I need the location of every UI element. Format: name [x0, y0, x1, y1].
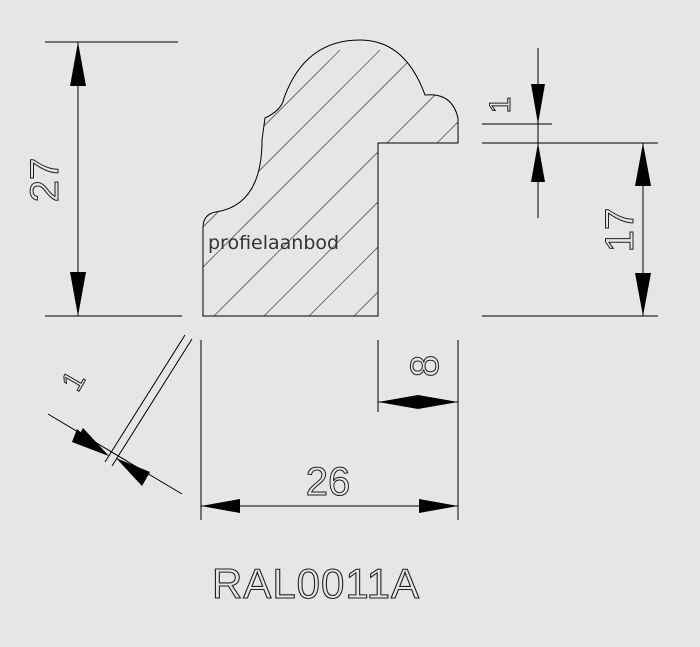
dimension-label: 17: [598, 208, 642, 253]
chamfer-line: [104, 334, 186, 463]
dimension-label: 8: [403, 355, 447, 377]
arrowhead: [635, 143, 651, 186]
dimension-label: 1: [55, 366, 92, 397]
dimension-label: 27: [23, 158, 67, 203]
arrowhead: [75, 428, 109, 456]
dimension-line: [47, 413, 183, 495]
dimension-chamfer: 1: [47, 334, 193, 495]
dimension-width-rebate: 8: [377, 340, 459, 520]
arrowhead: [201, 499, 240, 513]
arrowhead: [419, 499, 458, 513]
chamfer-line: [111, 338, 193, 467]
arrowhead: [116, 458, 150, 486]
profile-code: RAL0011A: [212, 560, 420, 607]
dimension-height-rebate: 17: [482, 143, 658, 317]
dimension-label: 1: [484, 97, 517, 114]
arrowhead: [70, 272, 86, 316]
arrowhead: [378, 395, 418, 409]
dimension-height-total: 27: [23, 41, 182, 317]
arrowhead: [418, 395, 458, 409]
arrowhead: [70, 42, 86, 86]
profile-outline: [202, 39, 459, 317]
section-hatching: [203, 49, 458, 316]
dimension-width-total: 26: [200, 340, 458, 520]
arrowhead: [531, 84, 545, 124]
arrowhead: [531, 143, 545, 182]
watermark-text: profielaanbod: [208, 232, 339, 254]
dimension-height-step: 1: [482, 48, 658, 218]
dimension-label: 26: [306, 460, 351, 504]
arrowhead: [635, 273, 651, 316]
profile-section: profielaanbod: [202, 39, 459, 317]
